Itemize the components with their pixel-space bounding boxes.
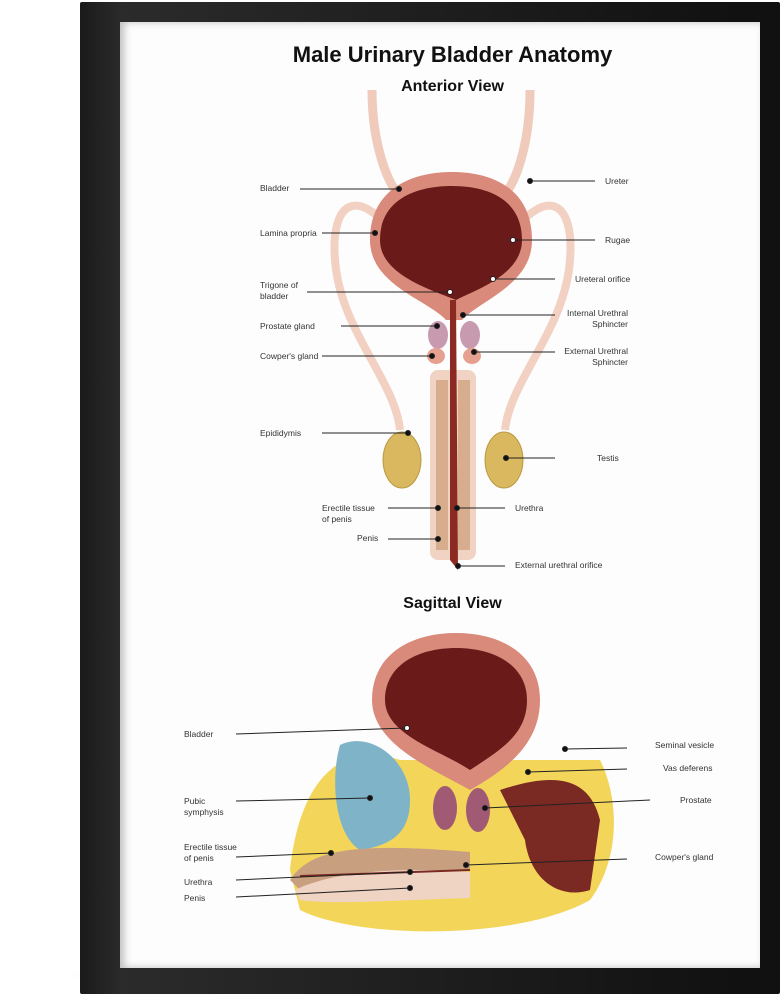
label-epididymis: Epididymis — [260, 428, 302, 438]
label-testis: Testis — [597, 453, 619, 463]
label-lamina-propria: Lamina propria — [260, 228, 317, 238]
label-external-urethral-sphincter: External Urethral Sphincter — [564, 346, 628, 367]
label-rugae: Rugae — [605, 235, 631, 245]
label-pubic-symphysis: Pubic symphysis — [184, 796, 224, 817]
sagittal-illustration — [290, 633, 614, 932]
label-sag-erectile-tissue: Erectile tissue of penis — [184, 842, 237, 863]
label-erectile-tissue: Erectile tissue of penis — [322, 503, 375, 524]
label-vas-deferens: Vas deferens — [663, 763, 713, 773]
label-sag-urethra: Urethra — [184, 877, 213, 887]
label-ureteral-orifice: Ureteral orifice — [575, 274, 631, 284]
label-bladder: Bladder — [260, 183, 290, 193]
label-seminal-vesicle: Seminal vesicle — [655, 740, 715, 750]
label-cowpers-gland: Cowper's gland — [260, 351, 319, 361]
sagittal-view-heading: Sagittal View — [403, 595, 502, 612]
label-urethra: Urethra — [515, 503, 544, 513]
label-sag-cowpers-gland: Cowper's gland — [655, 852, 714, 862]
poster-title: Male Urinary Bladder Anatomy — [292, 42, 613, 67]
label-prostate: Prostate — [680, 795, 712, 805]
label-trigone: Trigone of bladder — [260, 280, 298, 301]
label-penis: Penis — [357, 533, 379, 543]
label-external-urethral-orifice: External urethral orifice — [515, 560, 603, 570]
anterior-view-heading: Anterior View — [401, 78, 504, 95]
leader-lines — [235, 178, 651, 898]
anterior-illustration — [330, 89, 575, 570]
label-sag-penis: Penis — [184, 893, 206, 903]
label-ureter: Ureter — [605, 176, 629, 186]
label-sag-bladder: Bladder — [184, 729, 214, 739]
label-internal-urethral-sphincter: Internal Urethral Sphincter — [567, 308, 628, 329]
label-prostate-gland: Prostate gland — [260, 321, 315, 331]
